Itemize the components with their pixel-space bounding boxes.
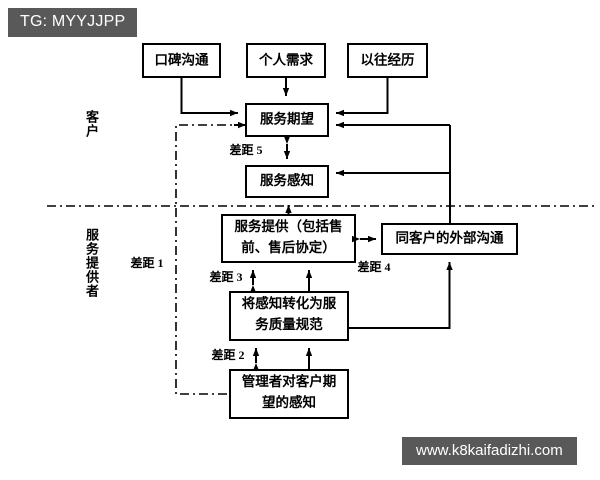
box-word-of-mouth-label: 口碑沟通 bbox=[155, 52, 209, 68]
gap3-label: 差距 3 bbox=[208, 269, 242, 284]
box-external-communication[interactable] bbox=[381, 223, 518, 255]
link-word-of-mouth-to-expectation bbox=[180, 77, 238, 117]
link-past-experience-to-expectation bbox=[336, 77, 389, 117]
box-service-perception[interactable] bbox=[245, 165, 329, 198]
box-service-delivery-label-line1: 服务提供（包括售 bbox=[235, 218, 343, 234]
box-personal-needs-label: 个人需求 bbox=[258, 52, 313, 68]
gap5-label: 差距 5 bbox=[228, 142, 262, 157]
box-quality-spec-label-line1: 将感知转化为服 bbox=[242, 295, 337, 311]
tg-watermark-badge: TG: MYYJJPP bbox=[8, 8, 138, 37]
box-manager-perception-label-line1: 管理者对客户期 bbox=[242, 373, 337, 389]
side-label-customer: 客户 bbox=[84, 110, 99, 138]
side-label-provider: 服务提供者 bbox=[84, 228, 99, 298]
box-service-perception-label: 服务感知 bbox=[260, 172, 314, 188]
gap1-dashed-path bbox=[175, 121, 253, 395]
box-service-expectation-label: 服务期望 bbox=[260, 111, 314, 127]
box-word-of-mouth[interactable] bbox=[142, 43, 221, 78]
box-external-communication-label: 同客户的外部沟通 bbox=[396, 230, 504, 246]
gap1-label: 差距 1 bbox=[129, 255, 163, 270]
box-manager-perception[interactable] bbox=[229, 369, 349, 419]
gap2-label: 差距 2 bbox=[210, 347, 244, 362]
gap4-label: 差距 4 bbox=[356, 259, 390, 274]
box-quality-spec[interactable] bbox=[229, 291, 349, 341]
link-spec-to-external-comm bbox=[348, 262, 453, 329]
site-watermark-badge: www.k8kaifadizhi.com bbox=[402, 437, 577, 465]
box-manager-perception-label-line2: 望的感知 bbox=[262, 394, 316, 410]
box-service-delivery-label-line2: 前、售后协定） bbox=[241, 239, 336, 255]
box-quality-spec-label-line2: 务质量规范 bbox=[255, 316, 323, 332]
box-past-experience-label: 以往经历 bbox=[361, 52, 415, 68]
